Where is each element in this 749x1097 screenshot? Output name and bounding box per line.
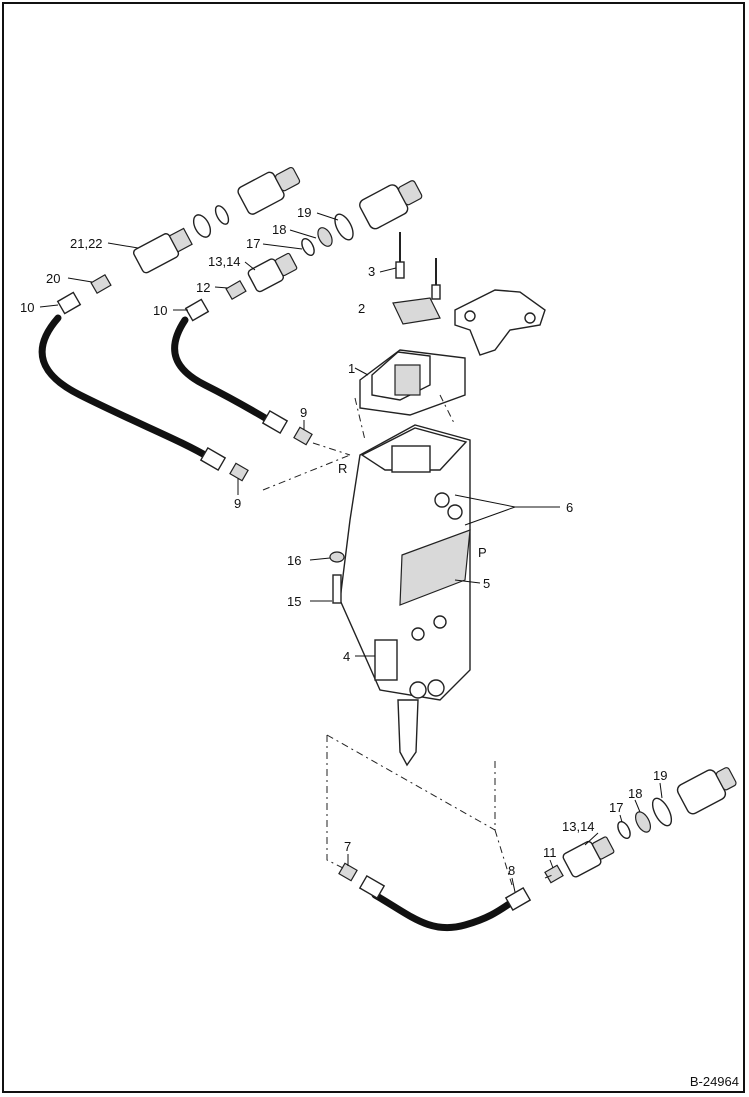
callout-16: 16 [287,553,301,568]
callout-9-middle: 9 [300,405,307,420]
callout-2: 2 [358,301,365,316]
callout-12: 12 [196,280,210,295]
hose-end-left-lower [199,446,227,472]
hammer-body-4 [339,424,471,701]
callout-13-14-top: 13,14 [208,254,241,269]
adapter-plate-1 [359,349,466,416]
grease-nipple-3 [395,232,441,300]
callout-11: 11 [543,845,557,860]
seal-ring-top-left-b [214,205,230,225]
leader-lines [39,212,663,893]
callout-3: 3 [368,264,375,279]
callout-10-middle: 10 [153,303,167,318]
adapter-11 [544,864,564,884]
hose-left [38,314,214,462]
hose-bottom [371,891,519,932]
callout-18-bottom: 18 [628,786,642,801]
coupler-bottom-right [676,767,737,815]
mounting-bracket [454,289,546,356]
callout-9-left: 9 [234,496,241,511]
plate-2 [392,297,441,325]
hose-middle [171,316,276,426]
callout-1: 1 [348,361,355,376]
adapter-9-middle [293,426,313,446]
callout-17-top: 17 [246,236,260,251]
seal-17-bottom [617,821,631,839]
callout-5: 5 [483,576,490,591]
callout-17-bottom: 17 [609,800,623,815]
callout-4: 4 [343,649,350,664]
coupler-top-left [237,166,301,215]
centre-lines [262,394,556,886]
hose-fitting-10-left [56,291,82,315]
port-label-return: R [338,461,347,476]
callout-7: 7 [344,839,351,854]
seal-ring-top-left-a [192,214,212,238]
adapter-12 [225,279,247,301]
callout-21-22: 21,22 [70,236,103,251]
hose-end-bottom-right [504,886,532,912]
coupler-13-14-bottom [562,836,615,878]
port-label-pressure: P [478,545,487,560]
callout-10-left: 10 [20,300,34,315]
seal-18-top [317,227,333,247]
drawing-reference-number: B-24964 [689,1074,739,1089]
bolt-15 [332,574,342,604]
seal-17-top [301,238,315,256]
oring-19-top [334,213,354,241]
coupler-21-22 [133,227,193,274]
callout-20: 20 [46,271,60,286]
seal-18-bottom [635,811,651,833]
coupler-13-14-top [247,252,298,293]
callout-19-top: 19 [297,205,311,220]
callout-8: 8 [508,863,515,878]
callout-13-14-bottom: 13,14 [562,819,595,834]
adapter-9-left [229,462,249,482]
callout-6: 6 [566,500,573,515]
oring-19-bottom [651,797,673,827]
chisel [397,699,419,767]
adapter-20 [90,273,112,295]
callout-19-bottom: 19 [653,768,667,783]
hose-end-bottom-left [358,874,386,900]
coupler-top-right [359,180,423,230]
adapter-7 [338,862,358,882]
washer-16 [329,551,345,563]
callout-18-top: 18 [272,222,286,237]
hose-end-middle-lower [261,409,289,435]
hose-fitting-10-middle [184,298,210,322]
callout-15: 15 [287,594,301,609]
